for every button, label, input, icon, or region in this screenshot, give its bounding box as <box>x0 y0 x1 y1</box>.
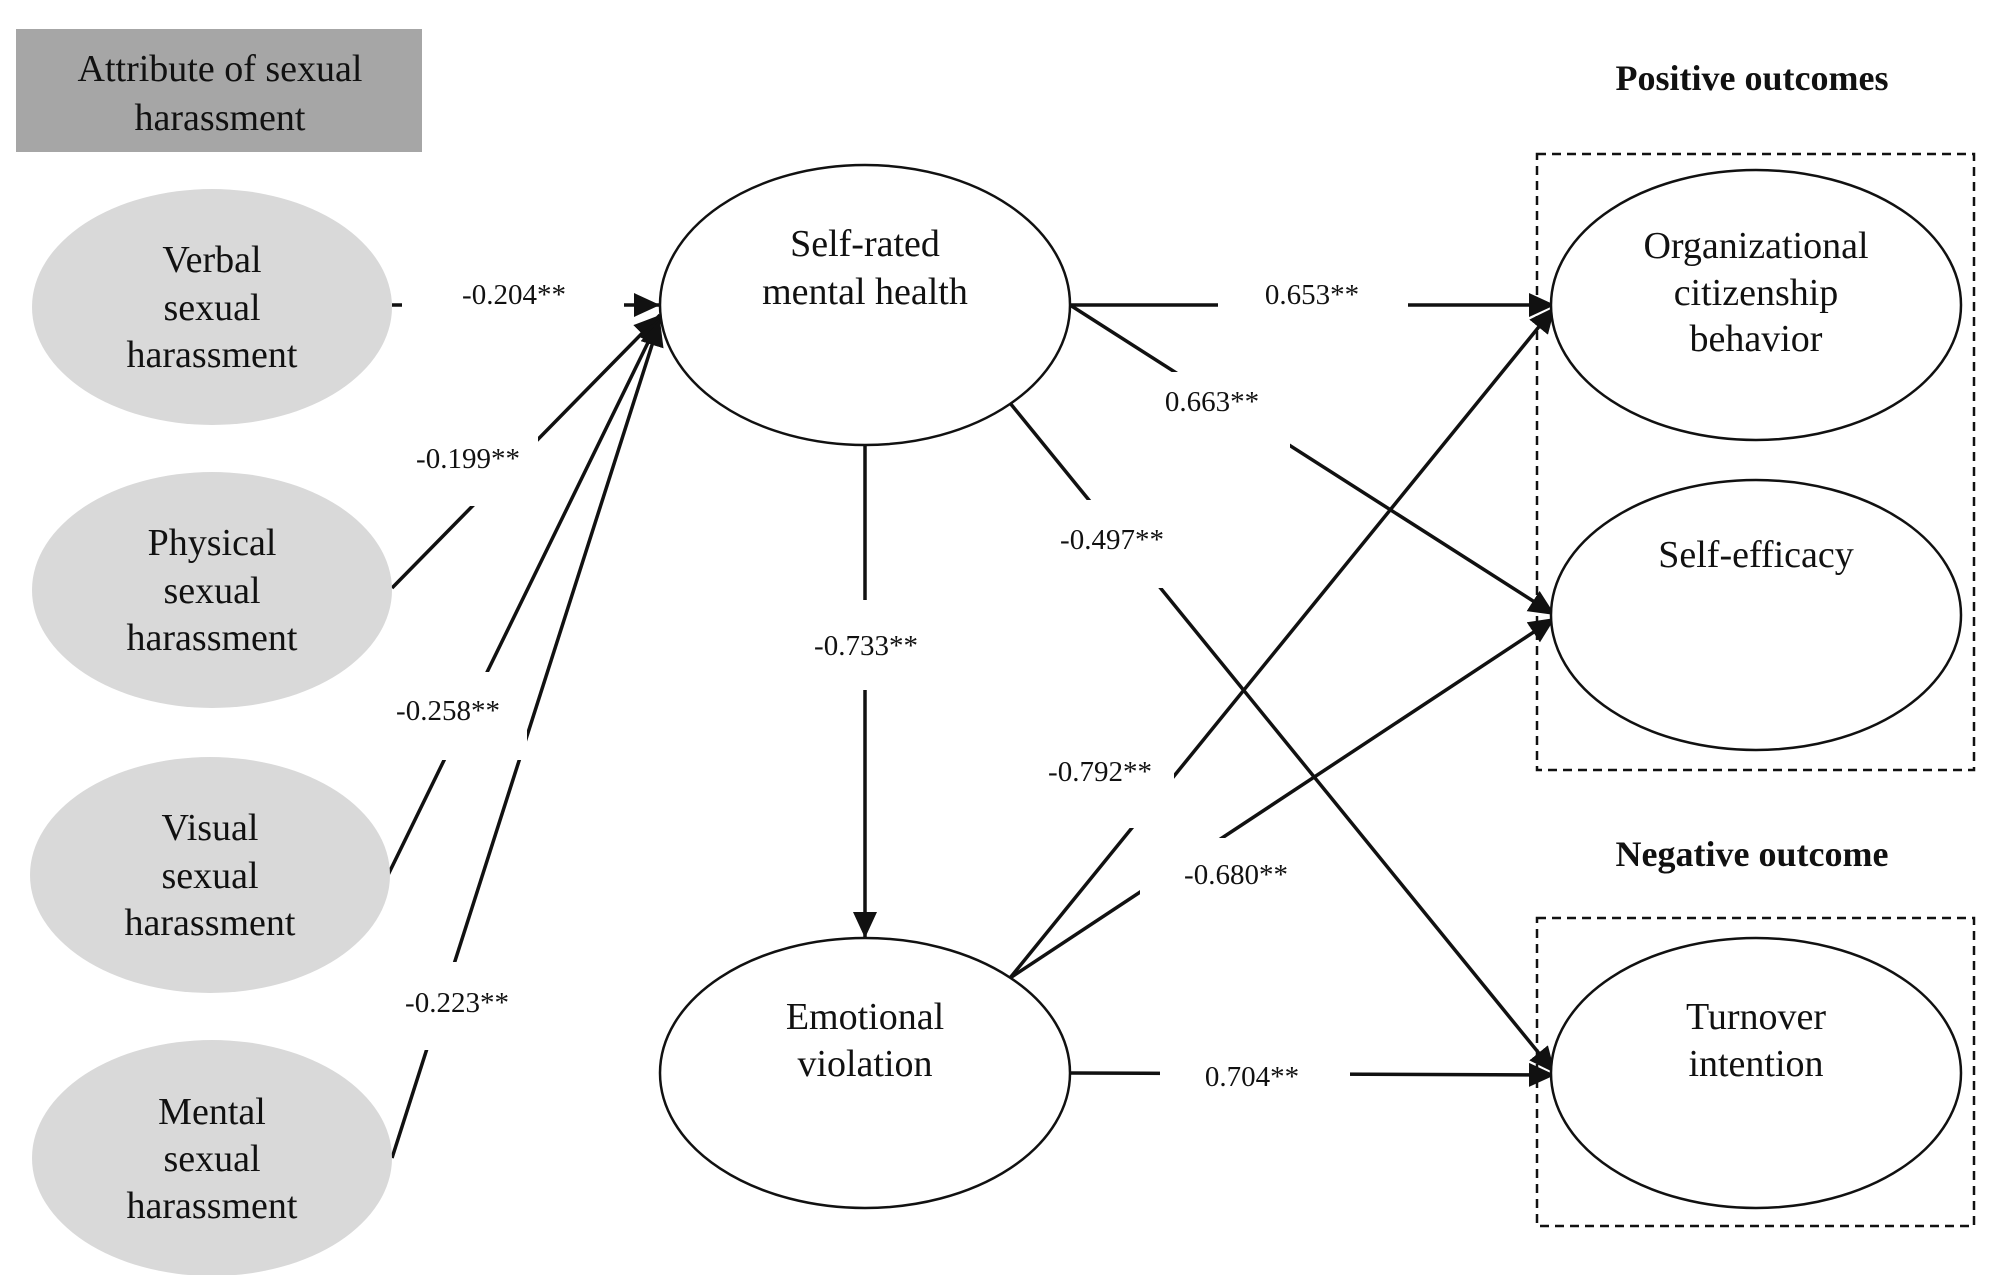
attribute-header-line-1: Attribute of sexual <box>78 48 363 90</box>
node-mental-line-3: harassment <box>127 1185 298 1227</box>
edge-emotional-to-efficacy <box>1009 616 1556 980</box>
node-verbal-line-1: Verbal <box>162 239 261 281</box>
edge-emotional-to-ocb <box>1008 305 1557 980</box>
coef-verbal-health: -0.204** <box>462 279 566 311</box>
edge-visual-to-health <box>386 317 662 876</box>
coef-health-efficacy: 0.663** <box>1165 386 1259 418</box>
node-verbal-line-2: sexual <box>163 287 260 329</box>
node-organizational-citizenship-behavior: Organizational citizenship behavior <box>1549 168 1963 442</box>
node-mental-line-1: Mental <box>158 1091 266 1133</box>
attribute-header-box: Attribute of sexual harassment <box>16 29 422 152</box>
coef-emotional-turnover: 0.704** <box>1205 1061 1299 1093</box>
node-verbal-line-3: harassment <box>127 334 298 376</box>
positive-outcomes-title: Positive outcomes <box>1616 58 1889 98</box>
coef-emotional-ocb: -0.792** <box>1048 756 1152 788</box>
path-coefficients: -0.204** -0.199** -0.258** -0.223** -0.7… <box>385 272 1408 1103</box>
node-turnover-line-2: intention <box>1688 1043 1823 1085</box>
node-selfhealth-line-2: mental health <box>762 271 968 313</box>
node-visual-line-3: harassment <box>125 902 296 944</box>
node-emotional-line-2: violation <box>797 1043 932 1085</box>
coef-health-turnover: -0.497** <box>1060 524 1164 556</box>
coef-emotional-efficacy: -0.680** <box>1184 859 1288 891</box>
node-ocb-line-2: citizenship <box>1674 272 1839 314</box>
node-physical-line-1: Physical <box>148 522 277 564</box>
coef-physical-health: -0.199** <box>416 443 520 475</box>
coef-visual-health: -0.258** <box>396 695 500 727</box>
attribute-header-line-2: harassment <box>135 97 306 139</box>
negative-outcome-title: Negative outcome <box>1616 834 1889 874</box>
node-turnover-intention: Turnover intention <box>1549 936 1963 1210</box>
node-ocb-line-3: behavior <box>1690 318 1823 360</box>
node-verbal-sexual-harassment: Verbal sexual harassment <box>32 189 392 425</box>
node-mental-sexual-harassment: Mental sexual harassment <box>32 1040 392 1275</box>
edge-health-to-efficacy <box>1069 303 1556 617</box>
node-self-rated-mental-health: Self-rated mental health <box>658 163 1072 447</box>
coef-health-ocb: 0.653** <box>1265 279 1359 311</box>
node-physical-line-3: harassment <box>127 617 298 659</box>
node-turnover-line-1: Turnover <box>1686 996 1826 1038</box>
node-visual-line-1: Visual <box>162 807 259 849</box>
positive-outcomes-box <box>1535 152 1976 772</box>
coef-health-emotional: -0.733** <box>814 630 918 662</box>
node-emotional-line-1: Emotional <box>786 996 944 1038</box>
node-efficacy-line-1: Self-efficacy <box>1658 534 1854 576</box>
node-physical-sexual-harassment: Physical sexual harassment <box>32 472 392 708</box>
coef-mental-health: -0.223** <box>405 987 509 1019</box>
node-self-efficacy: Self-efficacy <box>1549 478 1963 752</box>
node-visual-line-2: sexual <box>161 855 258 897</box>
node-physical-line-2: sexual <box>163 570 260 612</box>
node-selfhealth-line-1: Self-rated <box>790 223 940 265</box>
node-visual-sexual-harassment: Visual sexual harassment <box>30 757 390 993</box>
node-mental-line-2: sexual <box>163 1138 260 1180</box>
node-ocb-line-1: Organizational <box>1643 225 1868 267</box>
node-emotional-violation: Emotional violation <box>658 936 1072 1210</box>
